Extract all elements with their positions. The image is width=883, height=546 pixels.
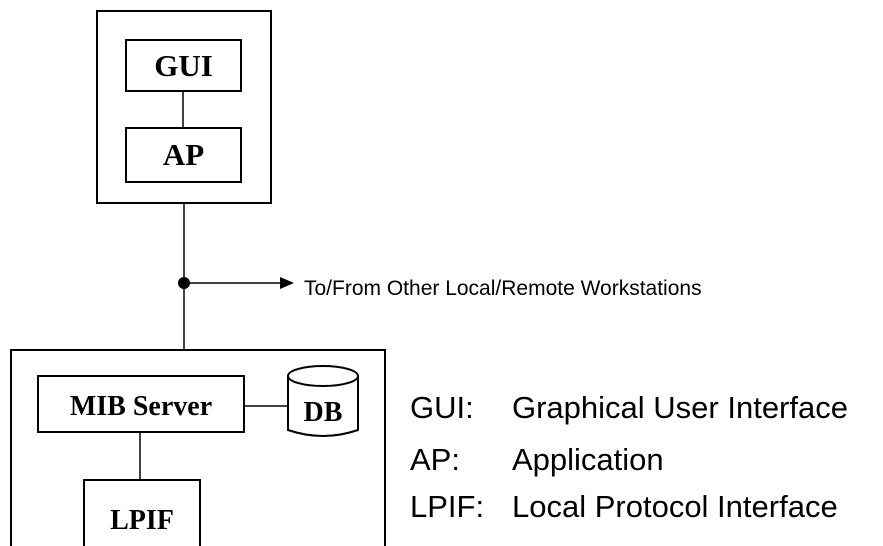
- legend-meaning-lpif: Local Protocol Interface: [512, 489, 838, 524]
- server-node-box: [10, 349, 386, 546]
- legend-abbr-ap: AP:: [410, 442, 460, 477]
- db-label: DB: [304, 397, 343, 428]
- legend-abbr-lpif: LPIF:: [410, 489, 484, 524]
- database-icon: [287, 365, 359, 437]
- legend-meaning-gui: Graphical User Interface: [512, 390, 848, 425]
- connection-arrowhead: [280, 277, 294, 289]
- connection-label: To/From Other Local/Remote Workstations: [304, 277, 702, 300]
- mib-server-label: MIB Server: [70, 391, 212, 422]
- ap-box: [125, 127, 242, 183]
- gui-label: GUI: [154, 48, 213, 83]
- lpif-label: LPIF: [110, 505, 174, 536]
- ap-label: AP: [163, 137, 204, 172]
- mib-server-box: [37, 375, 245, 433]
- lpif-box: [83, 479, 201, 546]
- legend-abbr-gui: GUI:: [410, 390, 474, 425]
- legend-meaning-ap: Application: [512, 442, 664, 477]
- legend: GUI: Graphical User Interface AP: Applic…: [410, 390, 848, 524]
